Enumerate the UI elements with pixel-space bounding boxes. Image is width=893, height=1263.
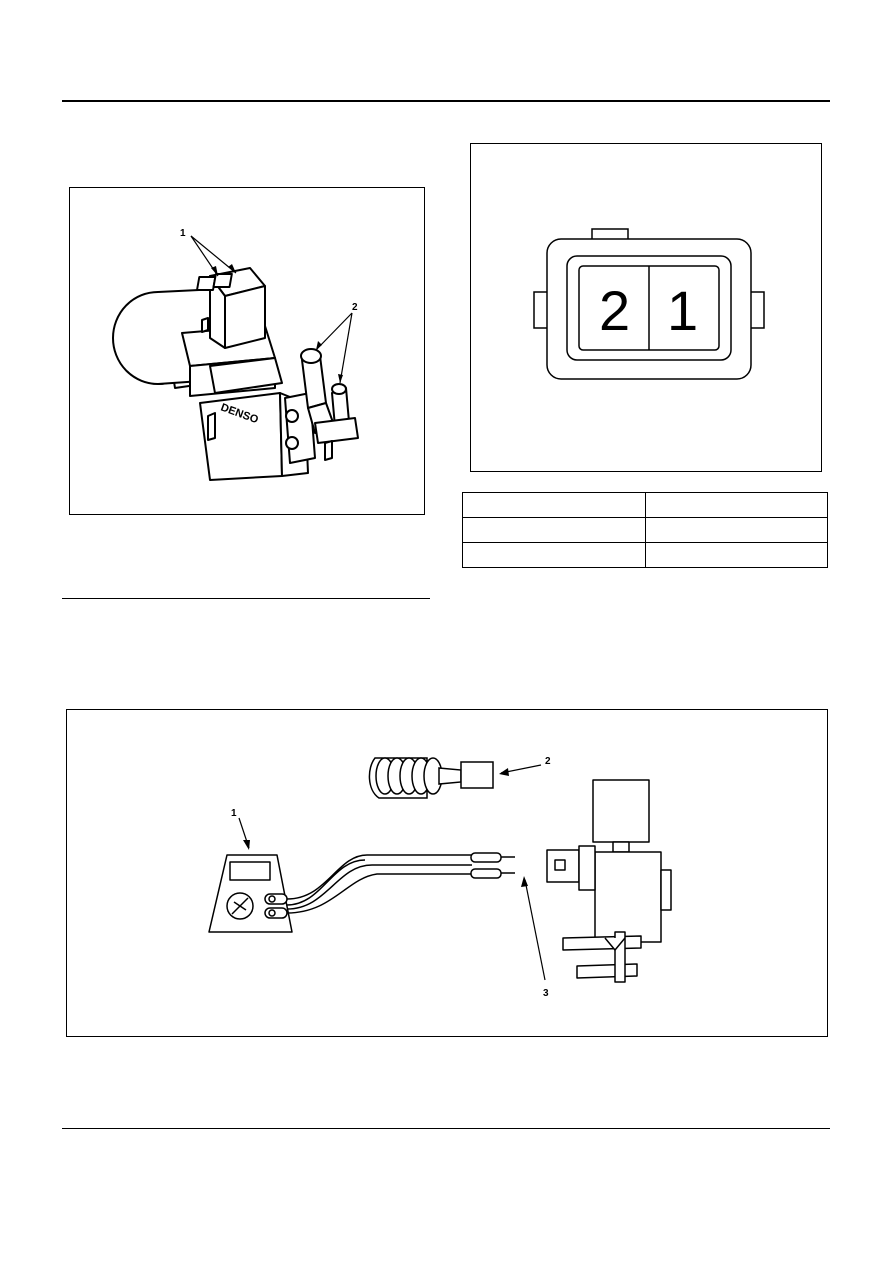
table-cell [644,492,828,518]
valve-coil [592,779,650,843]
pin-label-2: 2 [599,279,630,342]
callout-2: 2 [545,756,551,767]
connector-side-tab-right [749,291,765,329]
pin-label-1: 1 [667,279,698,342]
test-figure: 1 2 3 [66,709,828,1037]
valve-connector [546,849,580,883]
table-cell [462,542,646,568]
callout-1: 1 [231,808,237,819]
valve-housing [594,851,662,943]
connector-side-tab-left [533,291,549,329]
callout-1: 1 [180,228,186,239]
header-rule [62,100,830,102]
connector-illustration: 2 1 [533,228,765,380]
multimeter-display [229,861,271,881]
connector-figure: 2 1 [470,143,822,472]
pin-table [462,492,828,568]
table-cell [462,492,646,518]
test-illustration: 1 2 3 [208,756,672,999]
table-row [462,542,828,568]
probe-1 [470,852,502,863]
table-row [462,517,828,543]
callout-2: 2 [352,302,358,313]
table-row [462,492,828,518]
footer-rule [62,1128,830,1129]
valve-illustration: 1 2 DENSO [112,228,359,481]
table-cell [644,517,828,543]
table-cell [462,517,646,543]
table-cell [644,542,828,568]
probe-2 [470,868,502,879]
callout-3: 3 [543,988,549,999]
valve-figure: 1 2 DENSO [69,187,425,515]
heat-shrink-sleeve [460,761,494,789]
section-rule [62,598,430,599]
